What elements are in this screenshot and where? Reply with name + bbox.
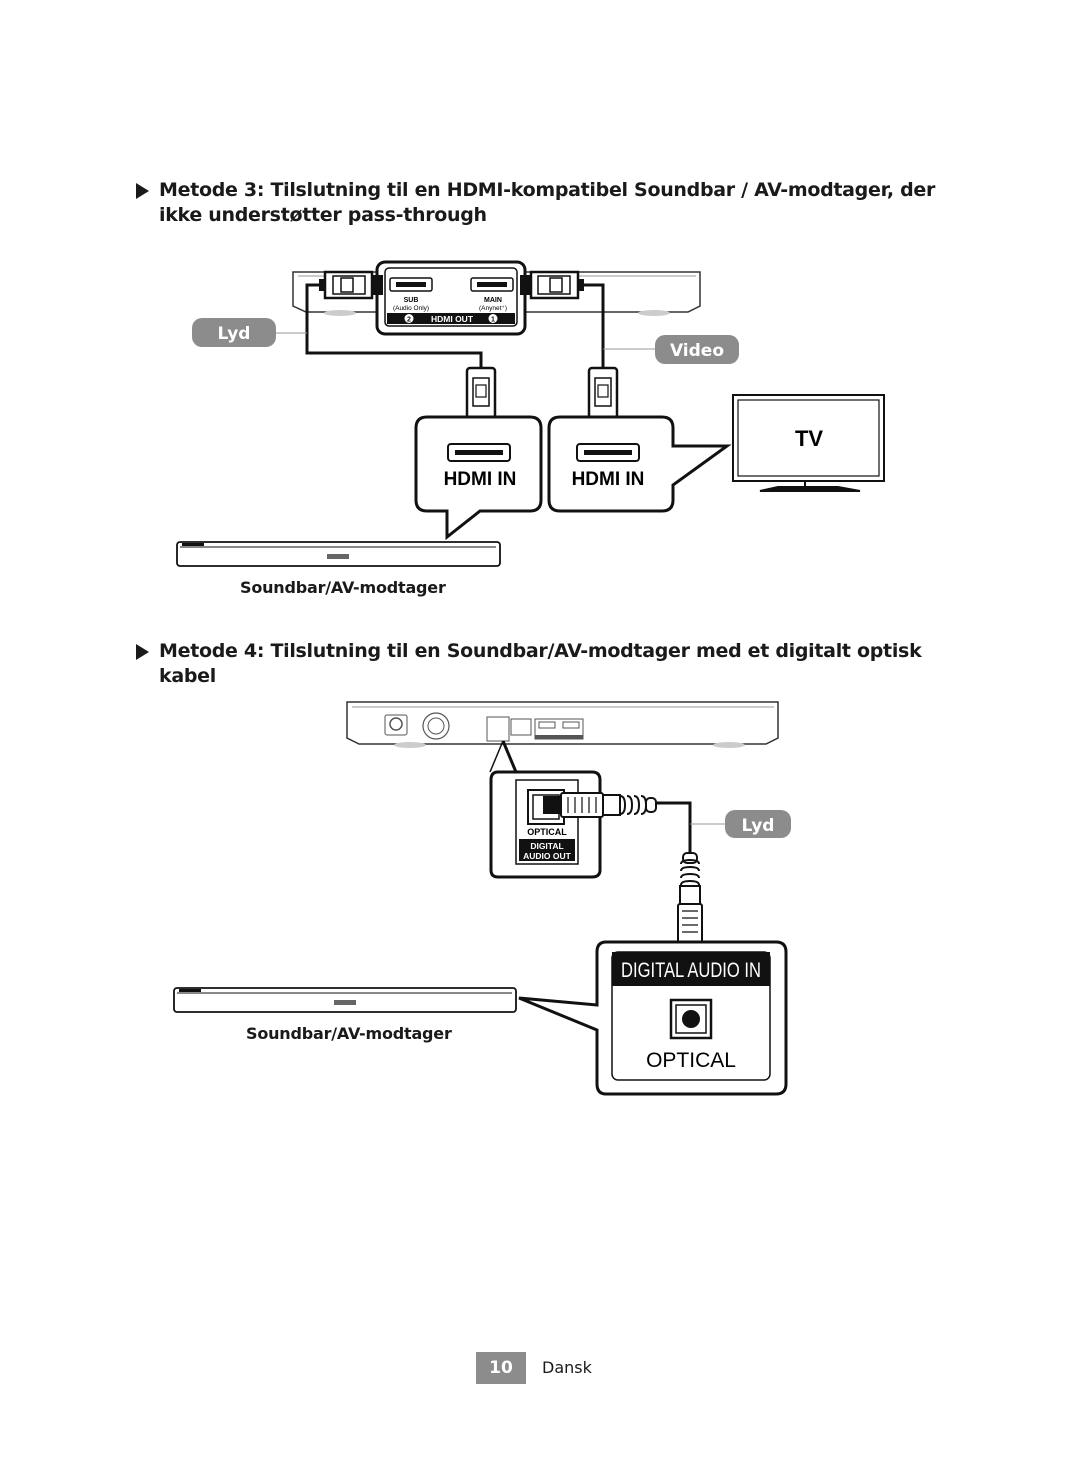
hdmi-in-box-right: HDMI IN xyxy=(547,415,732,513)
hdmi-out-panel: SUB (Audio Only) MAIN (Anynet⁺) 2 HDMI O… xyxy=(375,260,527,336)
soundbar-method4 xyxy=(173,987,517,1013)
port-number-2: 2 xyxy=(407,317,411,324)
soundbar-caption-method3: Soundbar/AV-modtager xyxy=(240,578,446,597)
bullet-triangle-icon xyxy=(136,644,149,660)
optical-input-label: OPTICAL xyxy=(646,1049,736,1072)
soundbar-method3 xyxy=(176,541,501,567)
zoom-optical-label: OPTICAL xyxy=(527,827,567,837)
method4-diagram: OPTICAL DIGITAL AUDIO OUT Lyd xyxy=(173,701,791,1096)
soundbar-caption-method4: Soundbar/AV-modtager xyxy=(246,1024,452,1043)
footer-language: Dansk xyxy=(542,1358,592,1377)
digital-audio-in-box: DIGITAL AUDIO IN OPTICAL xyxy=(518,940,788,1096)
hdmi-in-left-label: HDMI IN xyxy=(444,469,517,490)
method4-heading: Metode 4: Tilslutning til en Soundbar/AV… xyxy=(136,639,936,689)
video-callout-badge xyxy=(655,335,739,364)
audio-callout-label: Lyd xyxy=(218,324,251,344)
optical-out-zoom: OPTICAL DIGITAL AUDIO OUT xyxy=(489,770,602,879)
port-number-1: 1 xyxy=(491,317,495,324)
digital-audio-in-label: DIGITAL AUDIO IN xyxy=(621,959,761,982)
audio-callout-badge-2 xyxy=(725,810,791,838)
hdmi-plug-left-icon xyxy=(319,270,383,300)
page-number: 10 xyxy=(476,1352,526,1384)
video-callout-label: Video xyxy=(670,341,724,361)
tv-label: TV xyxy=(795,426,823,451)
optical-plug-horizontal-icon xyxy=(543,792,657,818)
player-back-panel-2 xyxy=(346,701,779,748)
sub-port-label: SUB xyxy=(404,297,419,304)
audio-callout-badge xyxy=(192,318,276,347)
main-port-sublabel: (Anynet⁺) xyxy=(479,305,507,312)
tv-icon: TV xyxy=(732,394,885,492)
method3-heading-text: Metode 3: Tilslutning til en HDMI-kompat… xyxy=(159,179,936,226)
hdmi-in-box-left: HDMI IN xyxy=(414,415,543,541)
audio-callout-label-2: Lyd xyxy=(742,816,775,836)
zoom-digital-label: DIGITAL xyxy=(530,841,563,851)
hdmi-plug-right-icon xyxy=(520,270,584,300)
bullet-triangle-icon xyxy=(136,183,149,199)
hdmi-out-label: HDMI OUT xyxy=(431,314,474,324)
method4-heading-text: Metode 4: Tilslutning til en Soundbar/AV… xyxy=(159,640,922,687)
sub-port-sublabel: (Audio Only) xyxy=(393,305,429,312)
main-port-label: MAIN xyxy=(484,297,502,304)
method3-diagram: SUB (Audio Only) MAIN (Anynet⁺) 2 HDMI O… xyxy=(176,260,885,567)
zoom-audio-out-label: AUDIO OUT xyxy=(523,851,572,861)
hdmi-in-right-label: HDMI IN xyxy=(572,469,645,490)
method3-heading: Metode 3: Tilslutning til en HDMI-kompat… xyxy=(136,178,936,228)
